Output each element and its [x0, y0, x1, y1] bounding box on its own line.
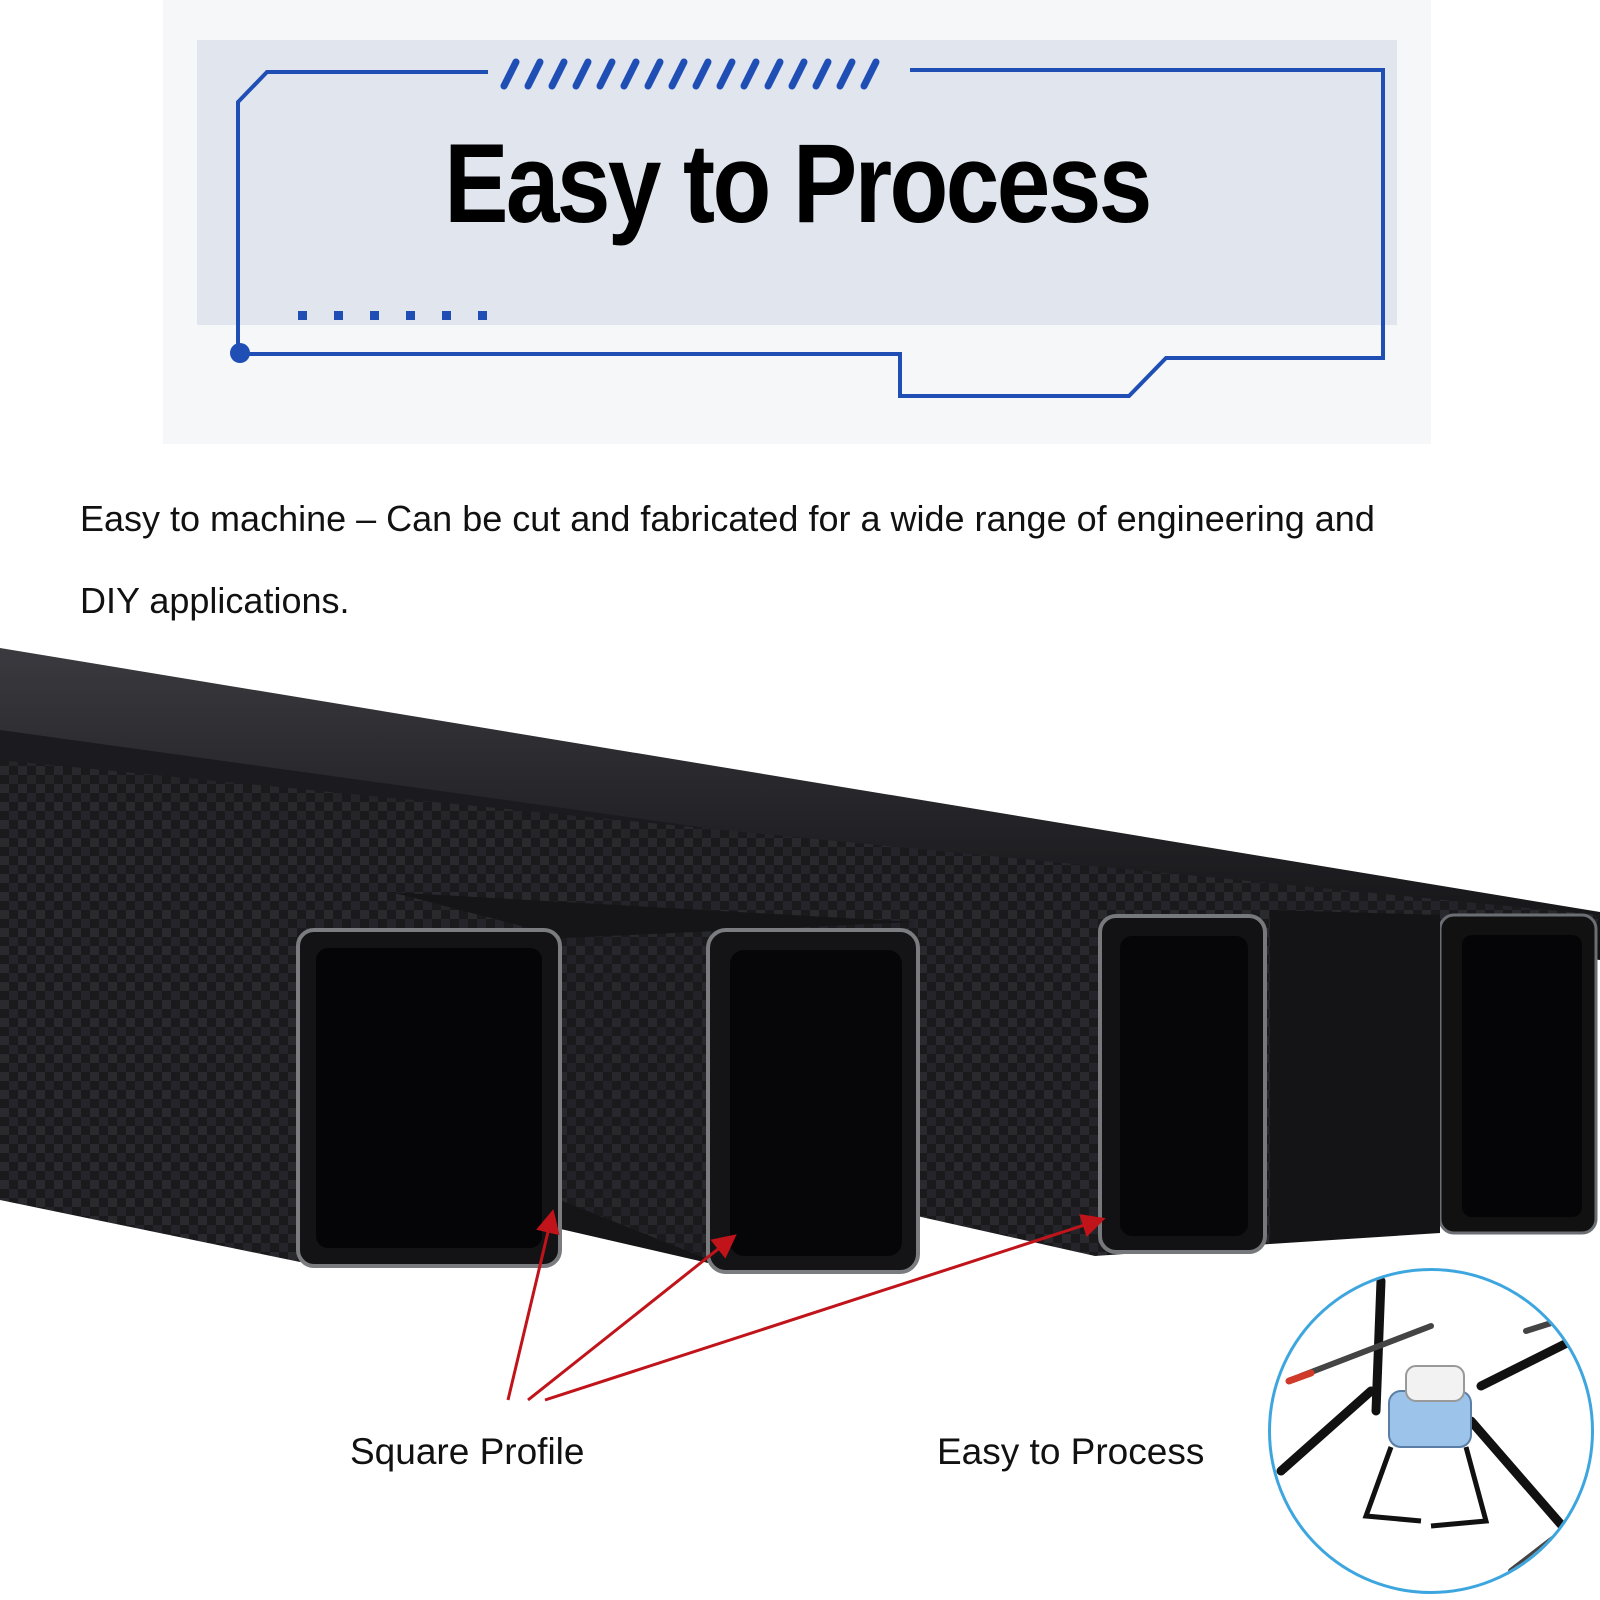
drone-icon [1276, 1276, 1591, 1574]
drone-inset [1268, 1268, 1594, 1594]
page-title: Easy to Process [444, 121, 1152, 246]
tech-frame-icon [197, 40, 1397, 398]
description: Easy to machine – Can be cut and fabrica… [80, 478, 1530, 642]
header-banner: Easy to Process [163, 0, 1431, 444]
product-photo [0, 648, 1600, 1402]
tube-3-hole [1120, 936, 1248, 1236]
description-line-1: Easy to machine – Can be cut and fabrica… [80, 498, 1375, 539]
description-line-2: DIY applications. [80, 580, 350, 621]
tube-2-hole [730, 950, 902, 1256]
tube-4-hole [1462, 935, 1582, 1217]
caption-easy-to-process: Easy to Process [937, 1431, 1205, 1472]
callout-arrow-icon [506, 1209, 1106, 1402]
tube-4-face [1270, 910, 1440, 1244]
tube-1-hole [316, 948, 542, 1248]
caption-square-profile: Square Profile [350, 1431, 585, 1472]
